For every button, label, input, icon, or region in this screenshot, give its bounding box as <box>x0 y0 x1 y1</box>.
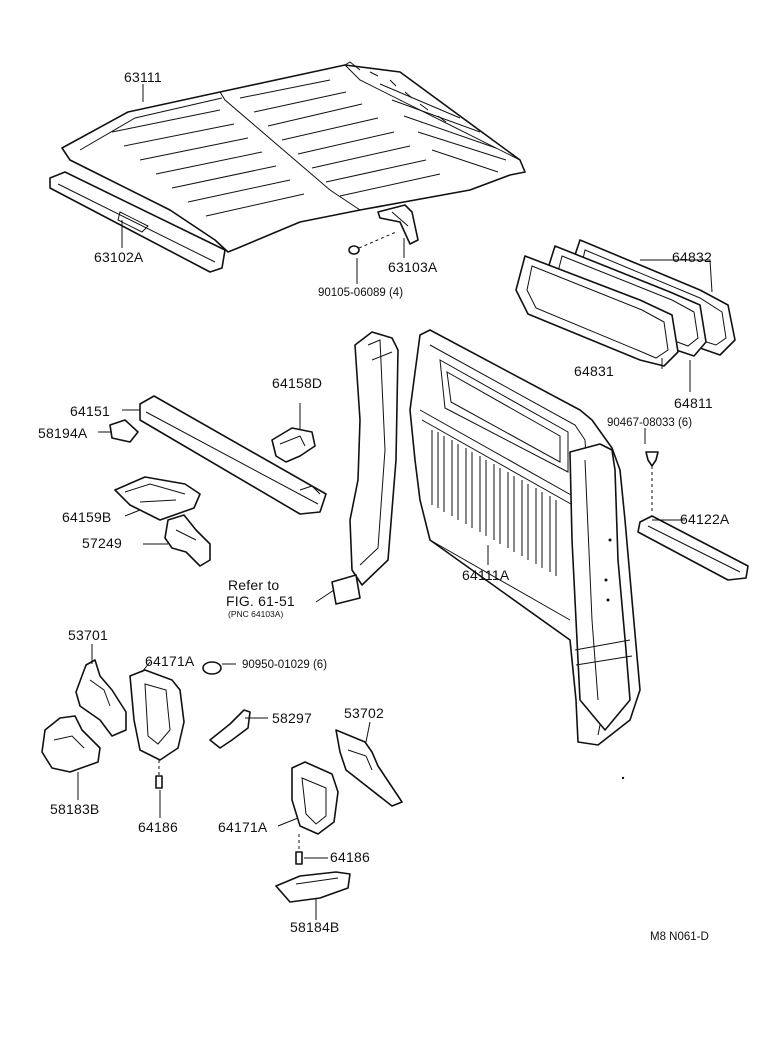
label-64171A-top: 64171A <box>145 653 195 669</box>
bracket-53702 <box>335 729 403 807</box>
label-64186-left: 64186 <box>138 819 178 835</box>
label-58297: 58297 <box>272 710 312 726</box>
clip-90467 <box>645 451 659 512</box>
label-refer-pnc: (PNC 64103A) <box>228 609 283 619</box>
bracket-64158D <box>271 403 316 463</box>
header-64151 <box>139 395 327 515</box>
reinforcement-64171A-bottom <box>291 761 339 835</box>
clip-64186-right <box>295 834 303 865</box>
clip-64186-left <box>155 760 163 789</box>
rear-window-glass <box>515 239 736 367</box>
label-64171A-bottom: 64171A <box>218 819 268 835</box>
label-63103A: 63103A <box>388 259 438 275</box>
label-90467: 90467-08033 (6) <box>607 417 692 429</box>
clip-90105 <box>348 231 397 255</box>
bracket-58183B <box>41 715 101 773</box>
label-64151: 64151 <box>70 403 110 419</box>
label-58184B: 58184B <box>290 919 339 935</box>
pillar-64103A <box>331 331 399 605</box>
label-64122A: 64122A <box>680 511 730 527</box>
back-panel-64111A <box>409 329 641 746</box>
label-64811: 64811 <box>674 395 713 411</box>
label-64832: 64832 <box>672 249 712 265</box>
label-58194A: 58194A <box>38 425 88 441</box>
roof-panel-63111 <box>61 61 526 253</box>
bracket-64159B <box>114 476 201 521</box>
diagram-code: M8 N061-D <box>650 931 709 943</box>
reinforcement-64171A-top <box>129 669 185 761</box>
bracket-53701 <box>75 659 127 737</box>
label-63102A: 63102A <box>94 249 144 265</box>
roof-rail-63102A <box>49 171 226 273</box>
label-53701: 53701 <box>68 627 108 643</box>
stray-dot <box>621 776 625 780</box>
label-64111A: 64111A <box>462 567 510 583</box>
sill-64122A <box>637 515 749 581</box>
label-refer-to: Refer to <box>228 577 279 593</box>
bracket-58184B <box>275 871 351 903</box>
label-refer-fig: FIG. 61-51 <box>226 593 295 609</box>
label-64159B: 64159B <box>62 509 111 525</box>
label-64831: 64831 <box>574 363 614 379</box>
bracket-58194A <box>109 419 139 443</box>
roof-rail-63103A <box>377 204 419 245</box>
label-53702: 53702 <box>344 705 384 721</box>
bracket-58297 <box>209 709 251 749</box>
label-90950: 90950-01029 (6) <box>242 659 327 671</box>
label-90105: 90105-06089 (4) <box>318 287 403 299</box>
leader-lines <box>77 84 713 920</box>
label-63111: 63111 <box>124 69 162 85</box>
part-labels: 63111 63102A 63103A 90105-06089 (4) 6483… <box>38 69 730 943</box>
plug-90950 <box>202 661 236 675</box>
label-64158D: 64158D <box>272 375 322 391</box>
label-57249: 57249 <box>82 535 122 551</box>
label-58183B: 58183B <box>50 801 99 817</box>
label-64186-right: 64186 <box>330 849 370 865</box>
bracket-57249 <box>164 514 211 567</box>
